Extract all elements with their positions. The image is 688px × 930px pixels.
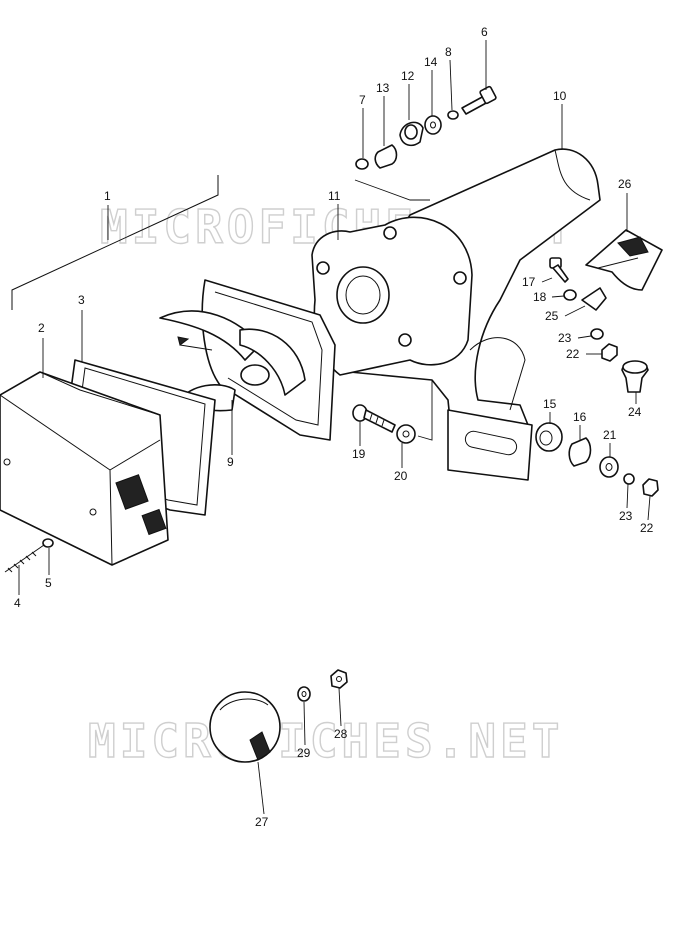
callout-4: 4 (14, 596, 21, 610)
callout-28: 28 (334, 727, 348, 741)
callout-8: 8 (445, 45, 452, 59)
washer-18 (563, 289, 577, 301)
tail-lamp-lens (0, 371, 169, 566)
mounting-plate (311, 216, 473, 376)
watermark-bottom: MICROFICHES.NET (88, 714, 563, 768)
callout-19: 19 (352, 447, 366, 461)
reflector-27 (209, 691, 281, 763)
nut-22-upper (601, 343, 618, 362)
callout-3: 3 (78, 293, 85, 307)
washer-29 (297, 686, 311, 702)
plate-bracket (447, 409, 533, 481)
washer-7 (355, 158, 369, 170)
callout-14: 14 (424, 55, 438, 69)
washer-21 (599, 456, 619, 478)
callout-9: 9 (227, 455, 234, 469)
callout-21: 21 (603, 428, 617, 442)
callout-23-lower: 23 (619, 509, 633, 523)
callout-22-lower: 22 (640, 521, 654, 535)
callout-18: 18 (533, 290, 547, 304)
callout-22-upper: 22 (566, 347, 580, 361)
lens-screw (4, 544, 45, 573)
bolt-axis-line (354, 179, 430, 201)
fender-bolt (461, 85, 497, 115)
collar-13 (374, 144, 398, 169)
callout-labels: 1 2 3 4 5 6 7 8 9 10 11 12 13 14 15 16 1… (14, 25, 654, 829)
grommet-15 (535, 422, 563, 452)
bolt-17 (549, 257, 569, 283)
clip-25 (581, 287, 607, 311)
callout-16: 16 (573, 410, 587, 424)
callout-7: 7 (359, 93, 366, 107)
callout-17: 17 (522, 275, 536, 289)
assembly-bracket-1 (11, 175, 219, 310)
callout-5: 5 (45, 576, 52, 590)
callout-24: 24 (628, 405, 642, 419)
cushion-24 (621, 360, 649, 393)
lock-washer-8 (447, 110, 459, 120)
callout-15: 15 (543, 397, 557, 411)
callout-10: 10 (553, 89, 567, 103)
bolt-19-axis-line (417, 380, 433, 441)
callout-13: 13 (376, 81, 390, 95)
collar-16 (568, 437, 592, 467)
callout-20: 20 (394, 469, 408, 483)
grommet-12 (399, 121, 424, 147)
callout-2: 2 (38, 321, 45, 335)
callout-26: 26 (618, 177, 632, 191)
washer-14 (424, 115, 442, 135)
callout-11: 11 (328, 189, 341, 203)
lamp-socket-assembly (159, 279, 336, 441)
washer-23-lower (623, 473, 635, 485)
lens-washer (42, 538, 54, 548)
nut-22-lower (642, 478, 659, 497)
washer-23-upper (590, 328, 604, 340)
callout-23-upper: 23 (558, 331, 572, 345)
leader-lines (18, 40, 651, 815)
callout-12: 12 (401, 69, 415, 83)
cable-clamp (585, 229, 663, 291)
callout-25: 25 (545, 309, 559, 323)
callout-29: 29 (297, 746, 311, 760)
nut-28 (330, 669, 348, 689)
callout-6: 6 (481, 25, 488, 39)
callout-1: 1 (104, 189, 111, 203)
callout-27: 27 (255, 815, 269, 829)
bolt-19 (352, 404, 396, 433)
washer-20 (396, 424, 416, 444)
